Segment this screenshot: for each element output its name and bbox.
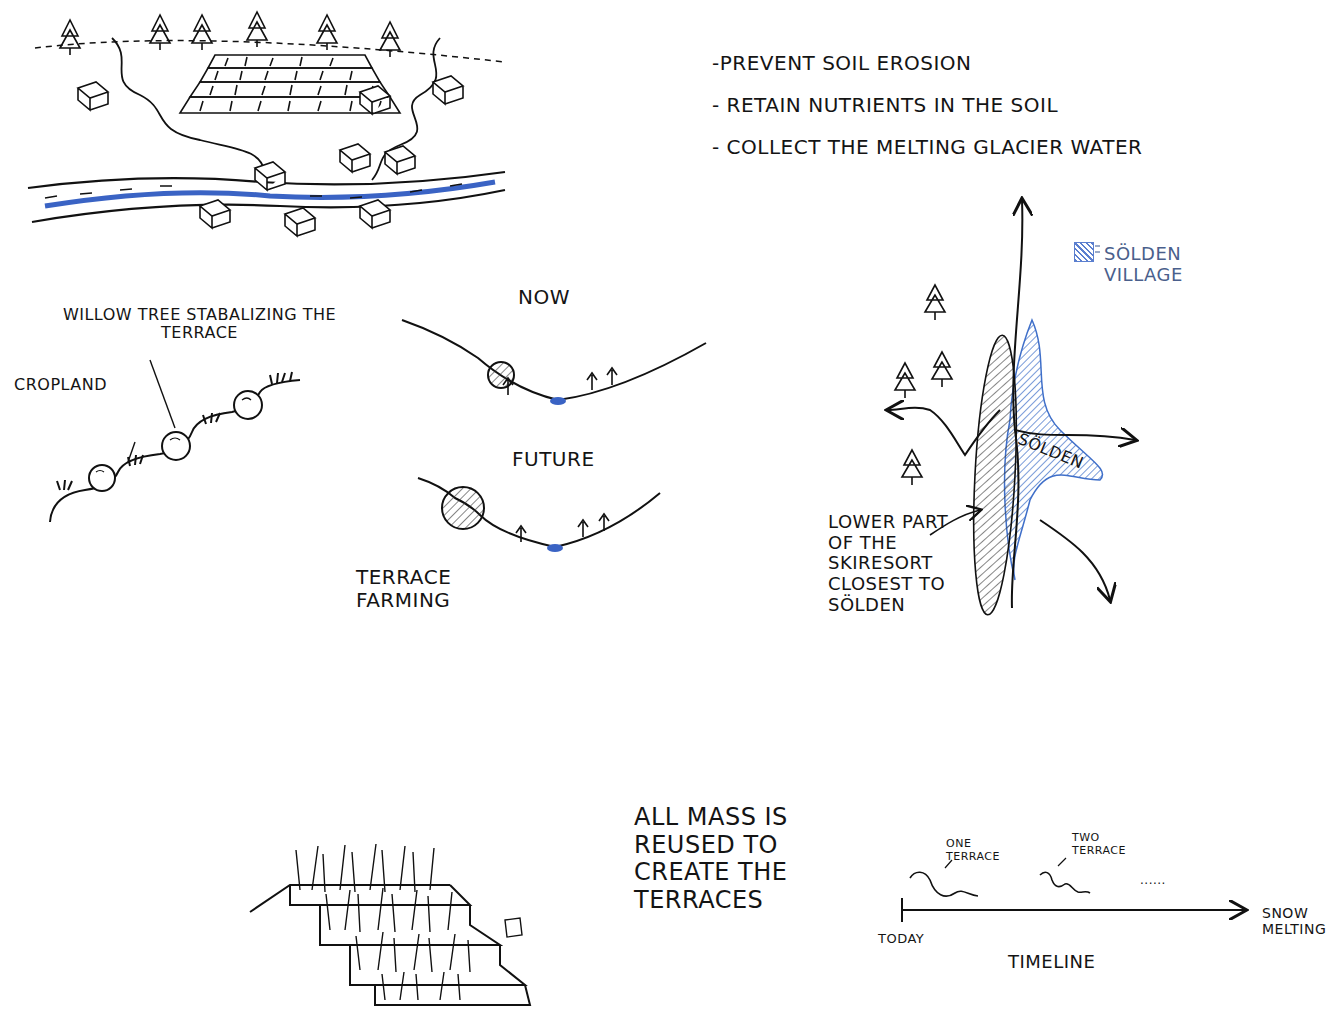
house-icon	[78, 82, 108, 110]
valley-landscape	[45, 182, 495, 206]
valley-section	[402, 320, 706, 551]
solden-map	[888, 408, 1000, 455]
terrace-block	[250, 844, 530, 1005]
terrace-block	[350, 945, 525, 985]
terrace-field	[200, 68, 380, 82]
house-icon	[78, 76, 463, 236]
valley-section	[418, 478, 660, 547]
pine-tree	[902, 450, 922, 485]
timeline	[901, 898, 903, 922]
goal-note: - COLLECT THE MELTING GLACIER WATER	[712, 136, 1142, 159]
valley-section	[551, 398, 565, 404]
callout-text: CROPLAND	[14, 376, 107, 394]
valley-section	[503, 368, 617, 395]
house-icon	[285, 208, 315, 236]
section-title: FUTURE	[512, 448, 595, 471]
timeline-title: TIMELINE	[1008, 952, 1095, 973]
timeline-label: TODAY	[878, 932, 924, 947]
callout-text: WILLOW TREE STABALIZING THE TERRACE	[62, 306, 337, 343]
timeline	[910, 872, 978, 896]
solden-map	[1005, 320, 1103, 580]
terrace-block	[375, 985, 530, 1005]
terrace-block	[296, 844, 470, 1000]
pine-tree	[932, 352, 952, 387]
pine-tree	[192, 15, 212, 50]
section-caption: TERRACE FARMING	[356, 566, 486, 612]
timeline-label: ONE TERRACE	[946, 838, 1008, 863]
valley-section	[516, 514, 609, 542]
house-icon	[255, 162, 285, 190]
timeline	[902, 858, 1245, 922]
terrace-profile	[150, 360, 175, 428]
pine-tree	[317, 15, 337, 50]
terrace-profile	[162, 432, 190, 460]
terrace-field	[208, 55, 372, 68]
legend-text: SÖLDEN VILLAGE	[1104, 244, 1224, 285]
terrace-profile	[234, 391, 262, 419]
pine-tree	[380, 22, 400, 57]
legend-swatch	[1074, 242, 1094, 262]
timeline-label: TWO TERRACE	[1072, 832, 1134, 857]
section-title: NOW	[518, 286, 570, 309]
valley-landscape	[112, 38, 265, 172]
house-icon	[340, 144, 370, 172]
pine-tree	[247, 12, 267, 47]
terrace-field	[180, 55, 400, 113]
solden-map	[1040, 520, 1110, 600]
timeline	[1040, 872, 1090, 893]
terrace-profile	[128, 442, 135, 462]
pine-tree	[895, 363, 915, 398]
terrace-profile	[89, 465, 115, 491]
timeline	[902, 909, 1245, 911]
note-text: ALL MASS IS REUSED TO CREATE THE TERRACE…	[634, 804, 809, 914]
timeline-label: SNOW MELTING	[1262, 905, 1328, 937]
house-icon	[360, 200, 390, 228]
map-callout: LOWER PART OF THE SKIRESORT CLOSEST TO S…	[828, 512, 978, 615]
house-icon	[433, 76, 463, 104]
goal-note: -PREVENT SOIL EROSION	[712, 52, 972, 75]
valley-section	[548, 545, 562, 551]
pine-tree	[150, 15, 170, 50]
valley-section	[402, 320, 706, 400]
terrace-field	[200, 57, 381, 111]
house-icon	[360, 86, 390, 114]
terrace-block	[505, 918, 522, 937]
solden-map	[1012, 200, 1023, 608]
house-icon	[385, 146, 415, 174]
pine-tree	[60, 12, 400, 57]
valley-section	[442, 487, 484, 529]
valley-landscape	[28, 12, 505, 236]
pine-tree	[60, 20, 80, 55]
timeline-label: ......	[1140, 874, 1166, 888]
valley-section	[488, 362, 514, 388]
valley-landscape	[45, 184, 462, 198]
goal-note: - RETAIN NUTRIENTS IN THE SOIL	[712, 94, 1058, 117]
terrace-block	[250, 885, 450, 912]
terrace-profile	[50, 380, 300, 522]
house-icon	[200, 200, 230, 228]
pine-tree	[925, 285, 945, 320]
terrace-profile	[96, 398, 251, 472]
solden-map	[1095, 246, 1100, 252]
pine-tree	[895, 285, 952, 485]
